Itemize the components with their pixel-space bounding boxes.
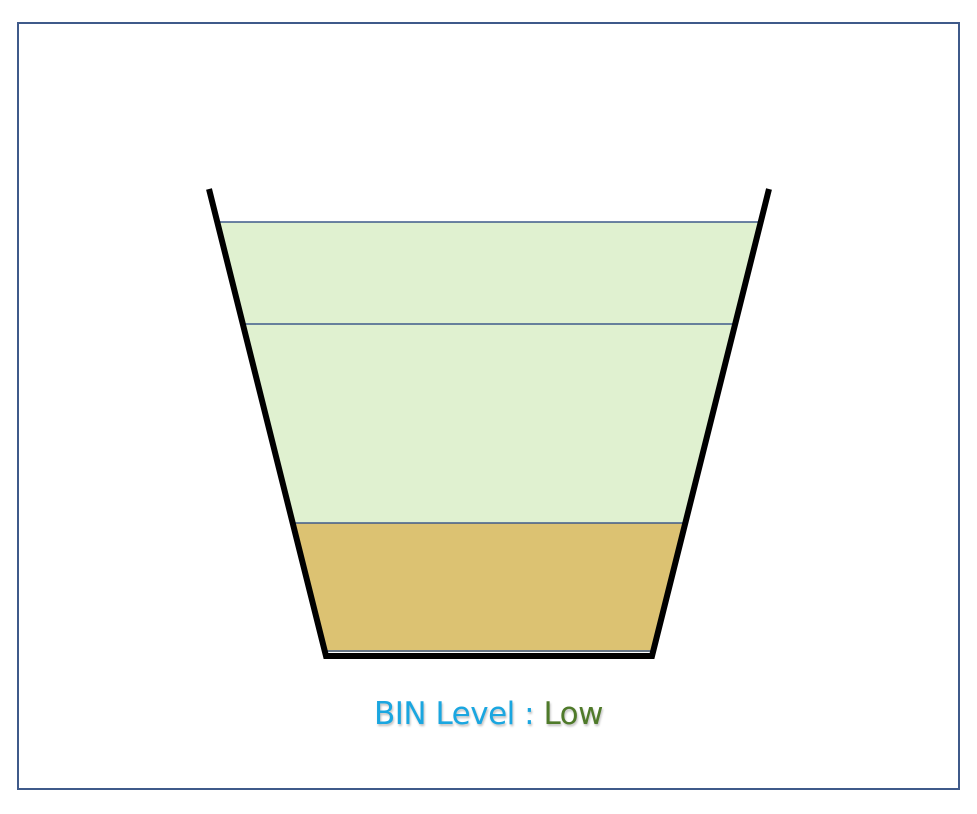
bin-level-value: Low (543, 696, 603, 732)
bin-level-label: BIN Level : Low (0, 696, 977, 732)
bin-empty-zone (220, 222, 758, 523)
bin-outline (206, 188, 772, 659)
bin-fill-zone (294, 523, 684, 652)
bin-level-prefix: BIN Level : (374, 696, 544, 732)
